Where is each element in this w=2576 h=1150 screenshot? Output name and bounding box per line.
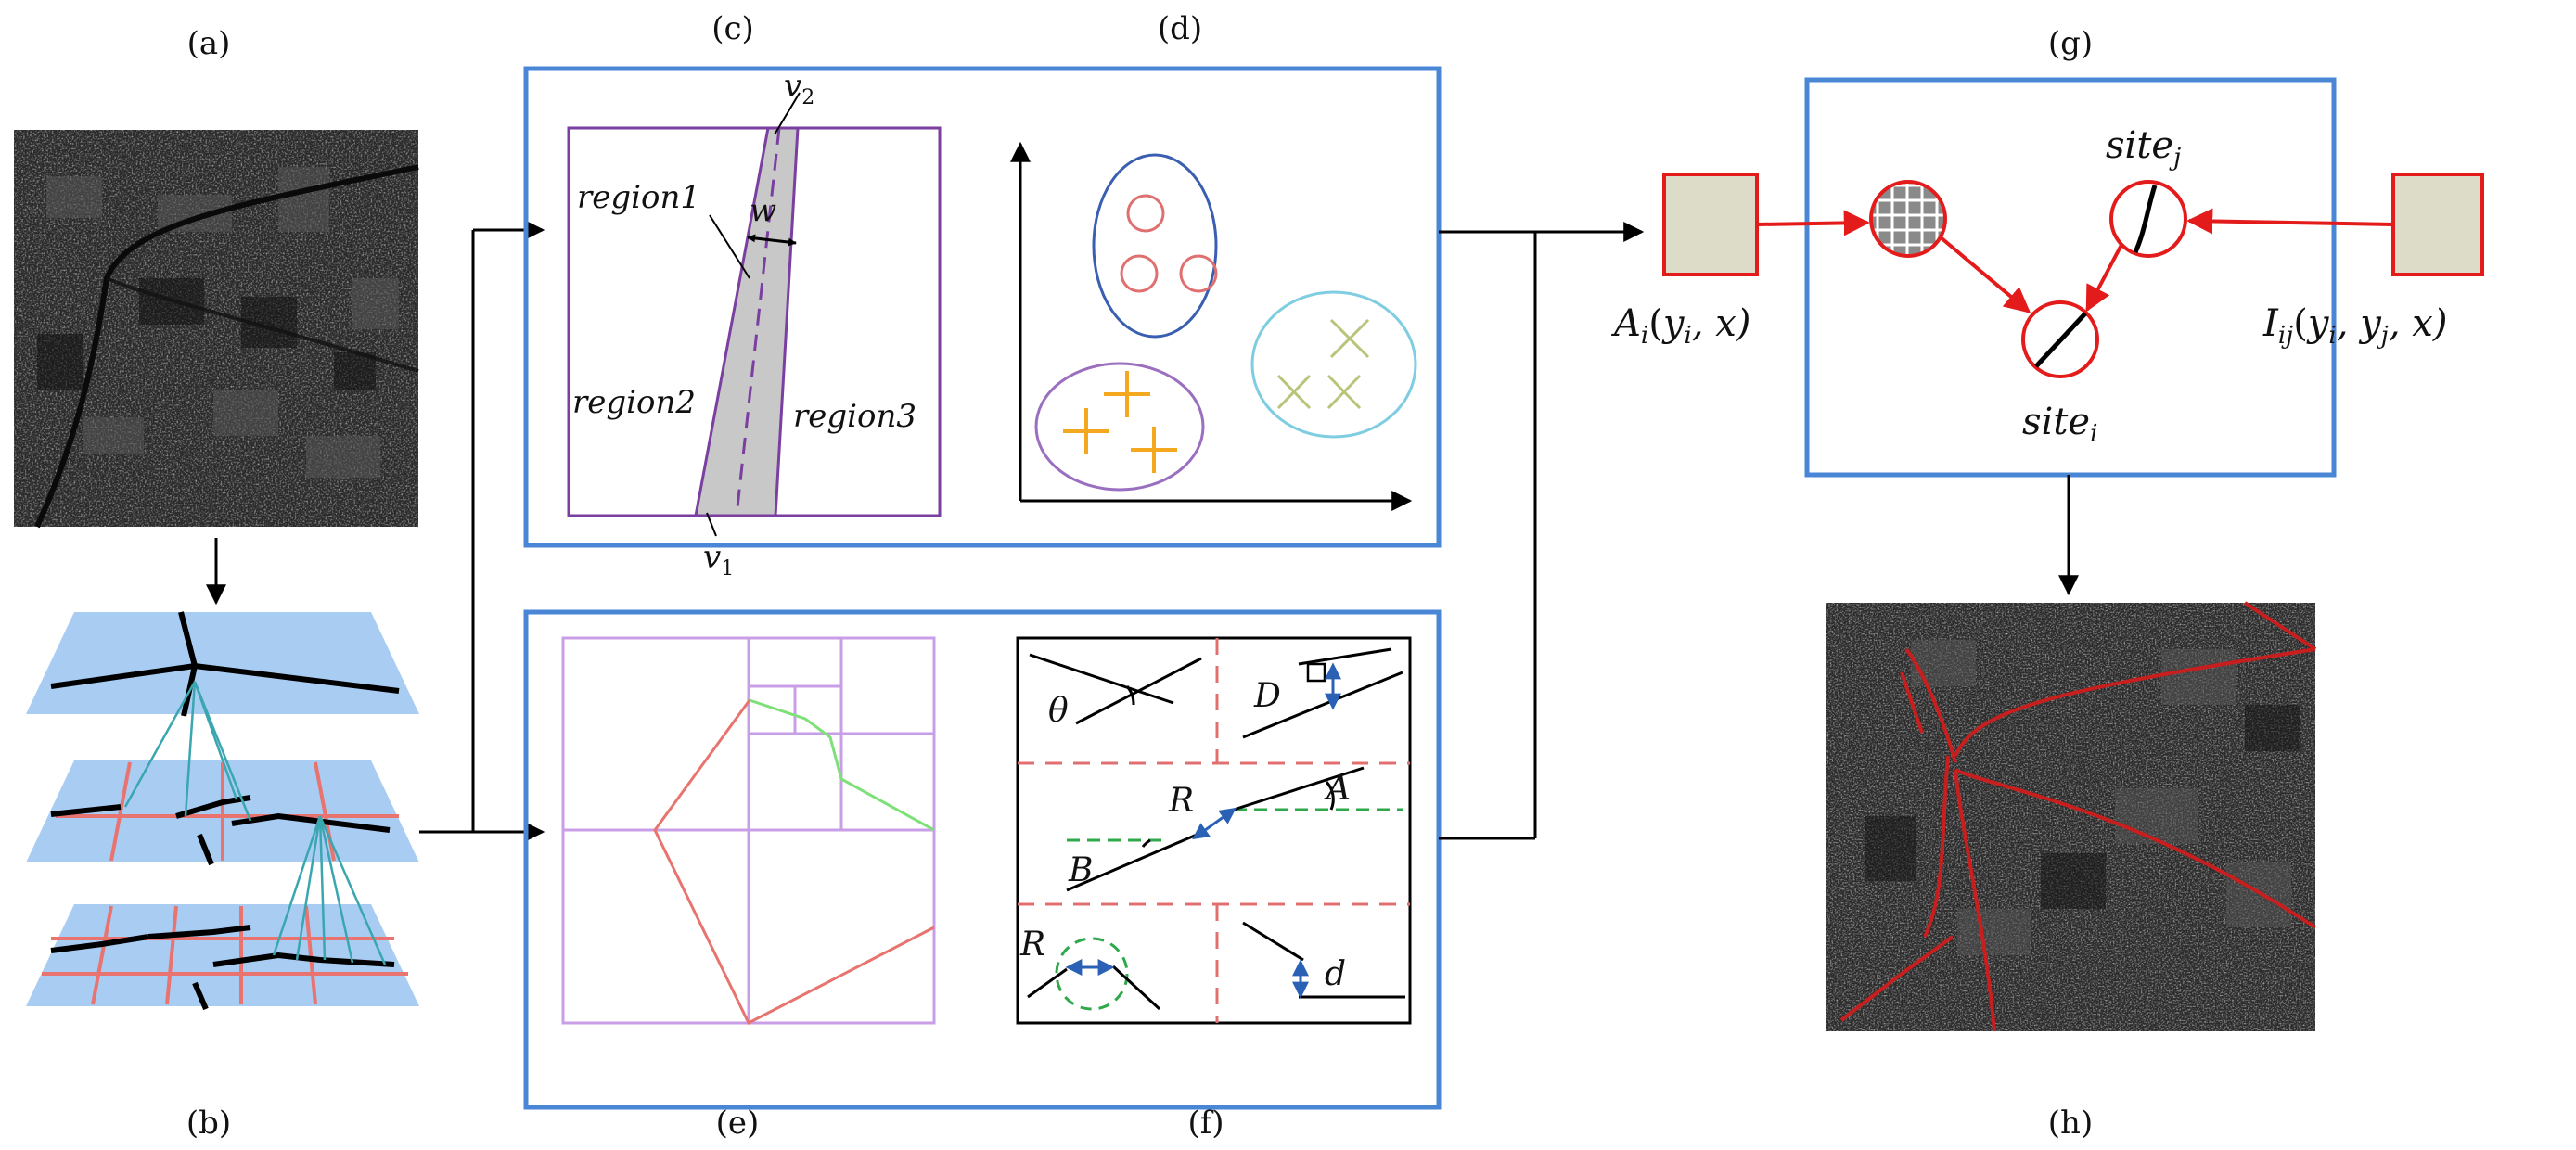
sar-input-image — [14, 130, 419, 529]
label-A: A — [1324, 770, 1351, 808]
arrow-to-crf — [1439, 222, 1645, 840]
panel-label-h: (h) — [2048, 1105, 2093, 1142]
label-D: D — [1253, 677, 1281, 715]
panel-label-c: (c) — [711, 10, 754, 47]
panel-label-g: (g) — [2048, 25, 2093, 62]
label-v1: v1 — [703, 539, 734, 581]
label-region3: region3 — [793, 398, 916, 435]
observation-node — [1869, 180, 1947, 258]
graph-feature-frame — [523, 609, 1442, 1110]
label-R-upper: R — [1168, 782, 1194, 820]
unary-factor-A — [1662, 172, 1759, 276]
quadtree-graph-panel — [561, 636, 936, 1026]
label-site-i: sitei — [2022, 401, 2097, 448]
label-v2: v2 — [784, 68, 814, 109]
cluster-scatter-panel — [1010, 141, 1417, 511]
label-R-lower: R — [1019, 926, 1045, 964]
arrow-b-to-c-e — [419, 220, 545, 842]
panel-label-d: (d) — [1158, 10, 1202, 47]
panel-label-b: (b) — [186, 1105, 231, 1142]
label-region2: region2 — [572, 384, 696, 421]
panel-label-a: (a) — [187, 25, 231, 62]
region-cluster-frame — [523, 66, 1442, 548]
hierarchical-graph-planes — [26, 611, 419, 1011]
panel-label-f: (f) — [1187, 1105, 1224, 1142]
panel-label-e: (e) — [716, 1105, 760, 1142]
pairwise-factor-I — [2391, 172, 2484, 276]
label-I-pairwise: Iij(yi, yj, x) — [2262, 302, 2447, 350]
label-region1: region1 — [577, 179, 700, 216]
label-A-unary: Ai(yi, x) — [1610, 302, 1750, 350]
label-width-w: w — [750, 192, 776, 229]
label-site-j: sitej — [2106, 124, 2181, 172]
road-extraction-result-image — [1826, 601, 2317, 1032]
region-model-panel: region1 region2 region3 w v2 v1 — [567, 68, 942, 581]
label-theta: θ — [1048, 692, 1069, 730]
geometric-features-panel: θ D R A B R d — [1016, 636, 1412, 1025]
label-d: d — [1325, 955, 1346, 993]
label-B: B — [1068, 851, 1093, 889]
crf-model-panel: sitej sitei Ai(yi, x) Iij(yi, yj, x) — [1610, 77, 2484, 478]
